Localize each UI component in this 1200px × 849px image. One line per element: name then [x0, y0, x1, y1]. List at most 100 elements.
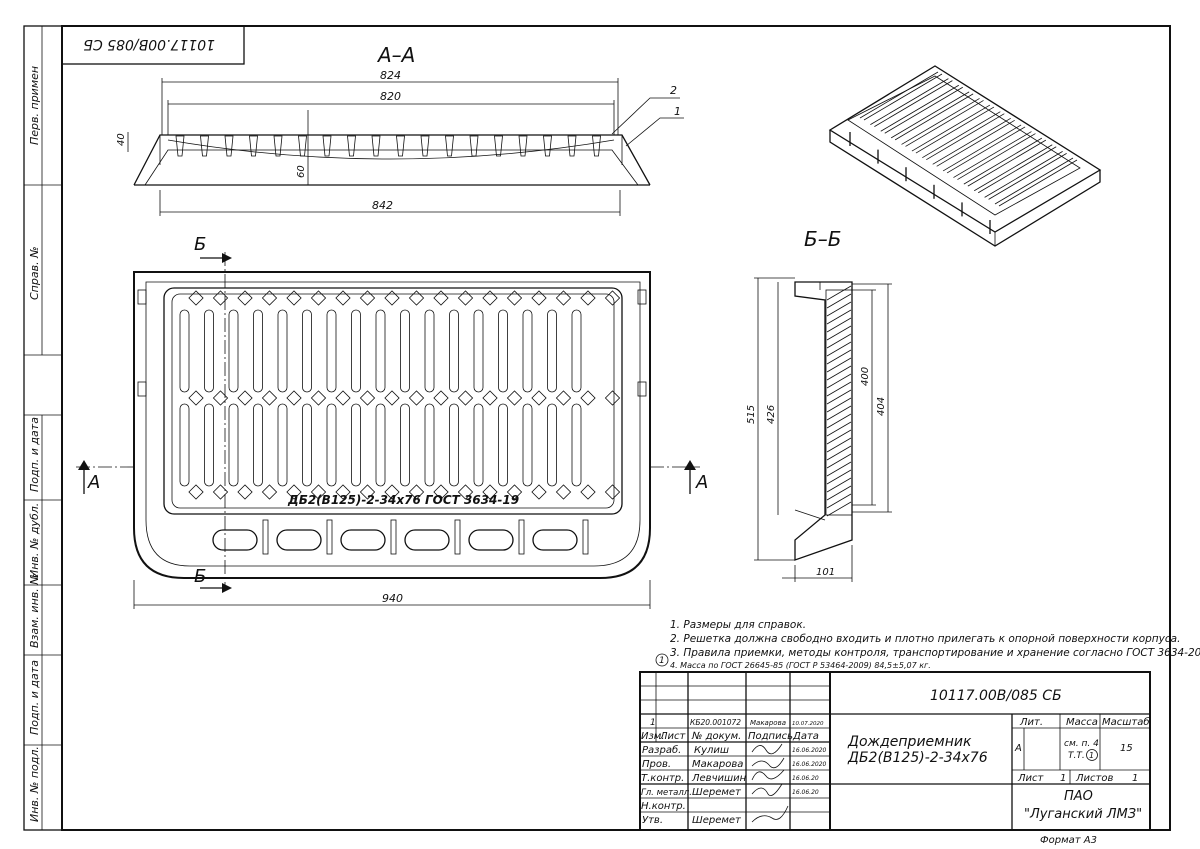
grate-bar: [567, 135, 577, 157]
drain-opening: [340, 529, 386, 551]
grate-slot: [498, 403, 508, 487]
grate-slot: [400, 309, 410, 393]
grate-boss: [531, 390, 547, 406]
svg-text:Дата: Дата: [792, 731, 819, 742]
product-title-line2: ДБ2(В125)-2-34х76: [847, 750, 988, 766]
grate-boss: [310, 390, 327, 406]
grate-boss: [580, 290, 596, 306]
iso-bar: [998, 159, 1078, 207]
svg-text:Шеремет: Шеремет: [692, 815, 742, 826]
svg-text:Листов: Листов: [1075, 773, 1113, 784]
grate-boss: [506, 484, 523, 500]
grate-boss: [384, 290, 400, 306]
grate-boss: [286, 390, 302, 406]
iso-bar: [984, 151, 1063, 198]
dim-820: 820: [380, 90, 401, 103]
title-doc-code: 10117.00В/085 СБ: [930, 688, 1062, 704]
isometric-view: [828, 65, 1102, 247]
note-4: 4. Масса по ГОСТ 26645-85 (ГОСТ Р 53464-…: [670, 661, 931, 670]
iso-bar: [870, 78, 949, 125]
revision-mark: 1: [659, 656, 665, 666]
svg-text:см. п. 4: см. п. 4: [1064, 739, 1099, 749]
iso-bar: [901, 98, 980, 145]
svg-text:Лит.: Лит.: [1019, 717, 1043, 728]
grate-slot: [522, 309, 533, 393]
grate-boss: [335, 484, 351, 500]
note-3: 3. Правила приемки, методы контроля, тра…: [670, 647, 1200, 659]
grate-boss: [286, 290, 302, 306]
drain-opening: [404, 529, 450, 551]
hatch-line: [826, 477, 852, 493]
cut-b-top: Б: [194, 234, 206, 255]
dim-60: 60: [296, 165, 307, 178]
svg-text:16.06.2020: 16.06.2020: [792, 747, 827, 754]
grate-boss: [384, 390, 400, 406]
grate-slot: [326, 309, 337, 393]
drain-opening: [212, 529, 258, 551]
plan-view: ДБ2(В125)-2-34х76 ГОСТ 3634-19 А А Б Б 9…: [76, 234, 708, 609]
svg-text:Макарова: Макарова: [692, 759, 743, 770]
isometric-grate-bars: [859, 71, 1078, 207]
iso-bar: [884, 86, 963, 134]
grate-boss: [482, 290, 498, 306]
grate-slot: [326, 403, 337, 487]
svg-text:16.06.20: 16.06.20: [792, 775, 819, 782]
iso-bar: [932, 117, 1011, 165]
grate-boss: [188, 290, 204, 306]
title-block: 10117.00В/085 СБ Дождеприемник ДБ2(В125)…: [639, 671, 1151, 831]
hatch-line: [826, 341, 852, 357]
grate-bar: [396, 135, 405, 157]
grate-slot: [204, 309, 214, 393]
rim-rib: [262, 519, 269, 555]
iso-bar: [874, 80, 953, 127]
hatch-line: [826, 301, 852, 317]
dim-515: 515: [746, 405, 757, 424]
grate-slot: [547, 403, 557, 487]
section-aa-label: А–А: [376, 43, 415, 67]
grate-boss: [384, 484, 400, 500]
iso-bar: [974, 144, 1053, 192]
grate-boss: [506, 290, 523, 306]
iso-bar: [953, 131, 1032, 178]
hatch-line: [826, 325, 852, 341]
iso-bar: [967, 139, 1047, 187]
side-label-orig-inv: Инв. № подл.: [28, 746, 41, 822]
hatch-line: [826, 493, 852, 509]
grate-slot: [375, 403, 386, 487]
hatch-line: [826, 317, 852, 333]
plan-drain-openings: [212, 519, 589, 555]
hatch-line: [826, 469, 852, 485]
grate-slot: [571, 403, 582, 487]
hatch-line: [826, 381, 852, 397]
grate-slot: [375, 309, 386, 393]
grate-bar: [469, 135, 479, 157]
grate-slot: [449, 403, 459, 487]
hatch-line: [826, 405, 852, 421]
grate-slot: [400, 403, 410, 487]
grate-slot: [498, 309, 508, 393]
grate-boss: [237, 484, 253, 500]
grate-boss: [506, 390, 523, 406]
rotated-doc-code: 10117.00В/085 СБ: [83, 36, 215, 52]
grate-slot: [424, 403, 435, 487]
grate-boss: [310, 290, 327, 306]
sheet-frame: [23, 25, 1171, 831]
svg-text:16.06.20: 16.06.20: [792, 789, 819, 796]
iso-bar: [880, 84, 959, 132]
hatch-line: [826, 437, 852, 453]
grate-boss: [237, 390, 253, 406]
section-bb-hatch: [826, 285, 852, 517]
side-label-first-use: Перв. примен: [28, 66, 41, 145]
hatch-line: [826, 293, 852, 309]
grate-slot: [547, 309, 557, 393]
grate-slot: [449, 309, 459, 393]
dim-404: 404: [876, 397, 887, 416]
grate-slot: [302, 403, 312, 487]
rim-rib: [390, 519, 397, 555]
svg-text:Шеремет: Шеремет: [692, 787, 742, 798]
hatch-line: [826, 389, 852, 405]
side-label-dup-inv: Инв. № дубл.: [28, 503, 41, 578]
svg-text:Левчишин: Левчишин: [691, 773, 747, 784]
hatch-line: [826, 373, 852, 389]
